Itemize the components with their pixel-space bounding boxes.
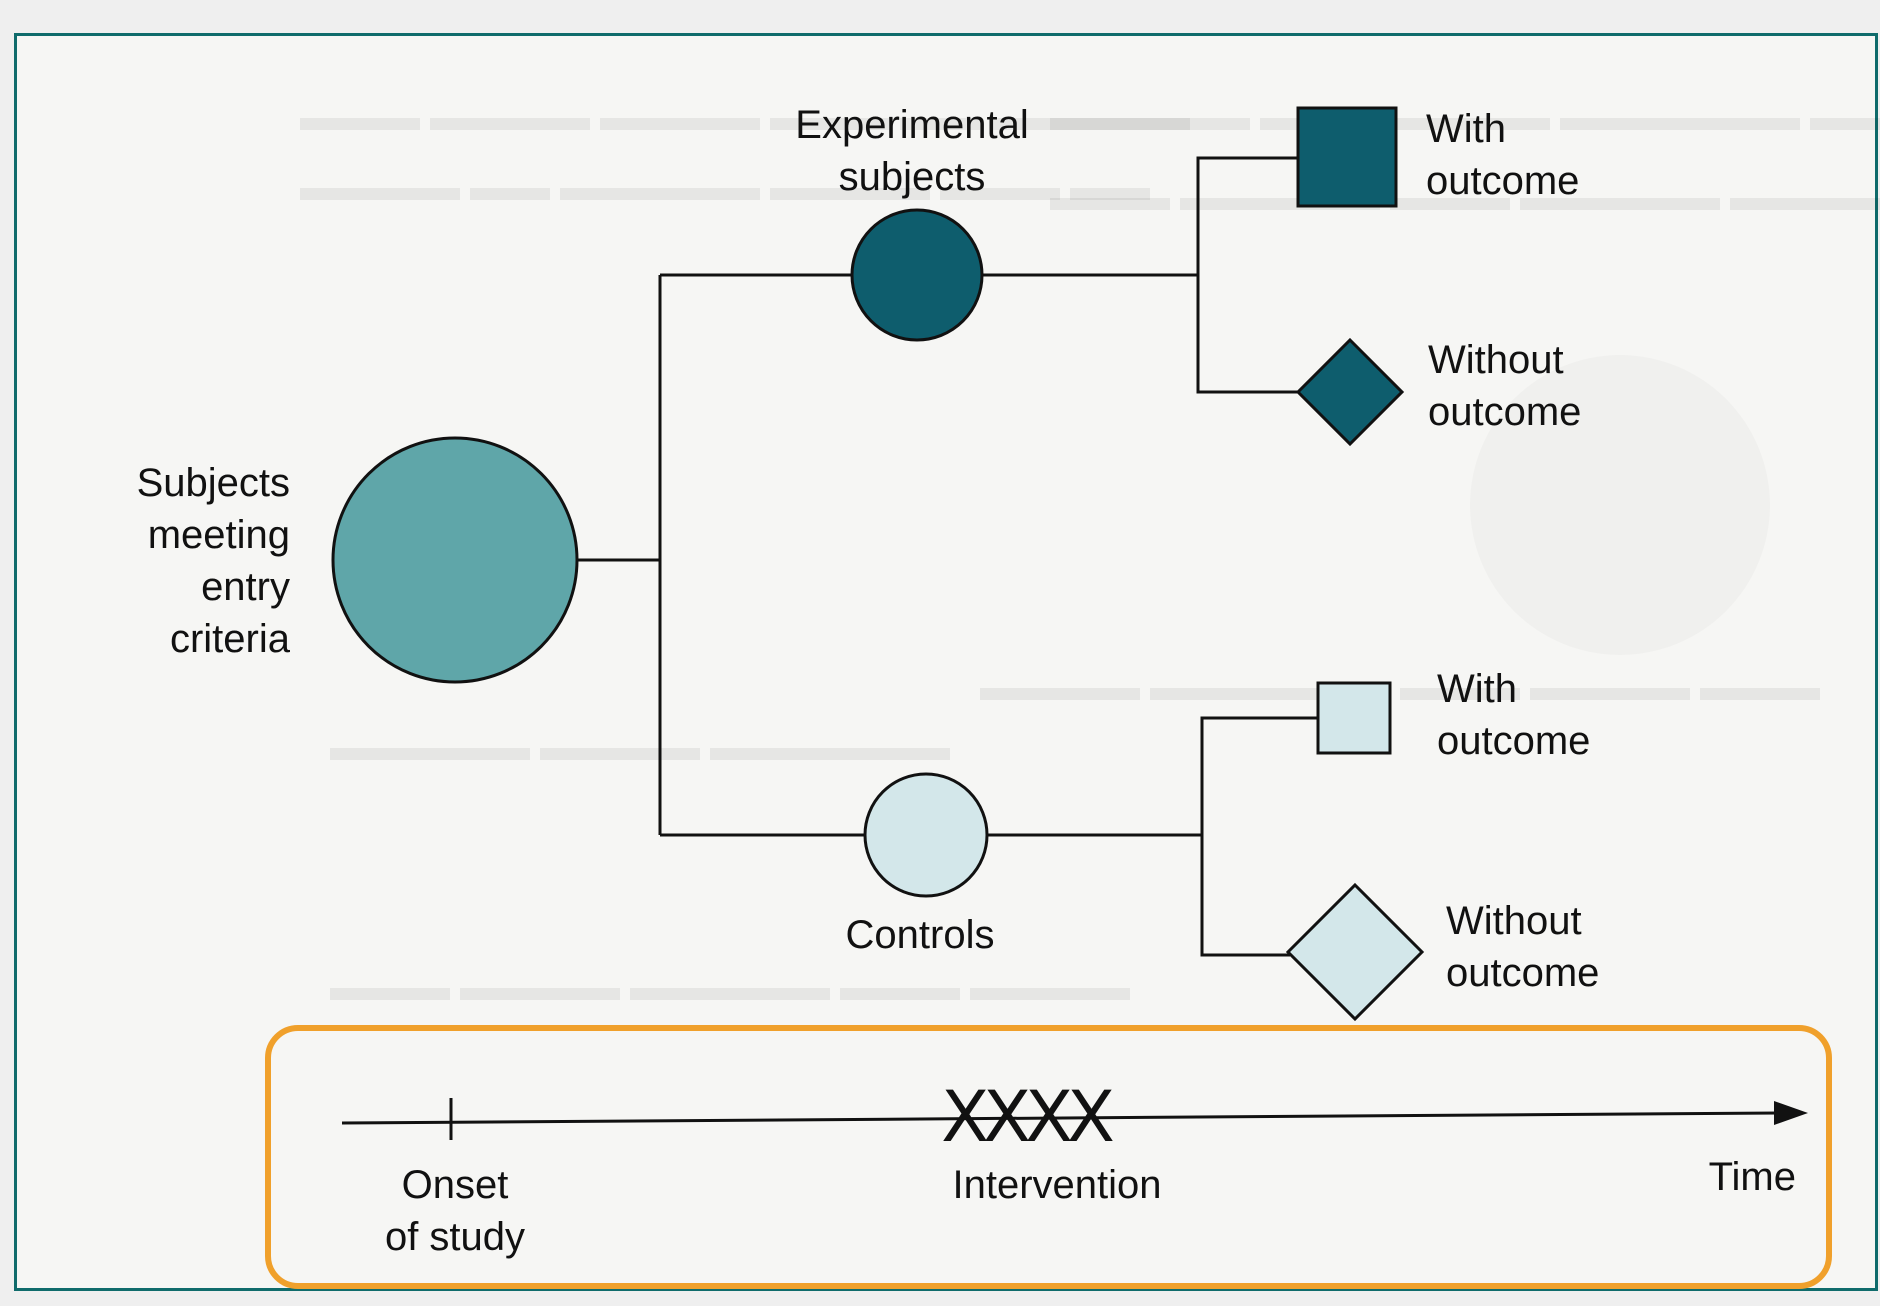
svg-text:▬▬▬▬▬ ▬▬▬▬ ▬▬▬▬▬▬: ▬▬▬▬▬ ▬▬▬▬ ▬▬▬▬▬▬ [330,724,950,769]
entry-label-line-3: entry [201,565,290,609]
entry-criteria-label: Subjects meeting entry criteria [137,461,291,661]
entry-criteria-circle [331,436,579,684]
svg-text:▬▬▬▬ ▬▬▬▬▬▬ ▬▬▬ ▬▬▬▬ ▬▬▬: ▬▬▬▬ ▬▬▬▬▬▬ ▬▬▬ ▬▬▬▬ ▬▬▬ [980,664,1820,709]
ctl-without-line-1: Without [1446,899,1582,943]
ctl-with-line-2: outcome [1437,719,1590,763]
onset-label-line-1: Onset [402,1163,509,1207]
controls-branch-line [1200,716,1318,957]
intervention-label: Intervention [952,1163,1161,1207]
timeline-highlight-box [265,1025,1832,1289]
exp-with-line-1: With [1426,107,1506,151]
time-axis-line [341,1111,1781,1125]
experimental-without-outcome-diamond [1295,337,1405,447]
experimental-branch-line [1196,156,1298,394]
svg-text:▬▬▬ ▬▬▬▬ ▬▬▬▬ ▬▬▬ ▬▬ ▬▬▬▬▬: ▬▬▬ ▬▬▬▬ ▬▬▬▬ ▬▬▬ ▬▬ ▬▬▬▬▬ [300,94,1190,139]
ctl-without-line-2: outcome [1446,951,1599,995]
experimental-with-outcome-square [1296,106,1398,208]
svg-text:▬▬▬▬ ▬▬ ▬▬▬▬▬ ▬▬▬▬ ▬▬▬ ▬▬: ▬▬▬▬ ▬▬ ▬▬▬▬▬ ▬▬▬▬ ▬▬▬ ▬▬ [300,164,1150,209]
exp-without-line-2: outcome [1428,390,1581,434]
exp-without-line-1: Without [1428,338,1564,382]
intervention-marks: XXXX [941,1076,1113,1158]
controls-without-outcome-diamond [1285,882,1425,1022]
time-axis-arrowhead [1774,1101,1808,1125]
background-texture: ▬▬▬ ▬▬▬▬ ▬▬▬▬ ▬▬▬ ▬▬ ▬▬▬▬▬ ▬▬▬▬ ▬▬ ▬▬▬▬▬… [300,94,1880,1009]
ctl-with-line-1: With [1437,667,1517,711]
experimental-subjects-circle [850,208,984,342]
svg-text:▬▬▬ ▬▬▬▬ ▬▬▬▬▬ ▬▬▬ ▬▬▬▬: ▬▬▬ ▬▬▬▬ ▬▬▬▬▬ ▬▬▬ ▬▬▬▬ [330,964,1130,1009]
controls-with-outcome-label: With outcome [1437,667,1590,763]
entry-label-line-1: Subjects [137,461,290,505]
controls-label: Controls [846,913,995,957]
entry-label-line-2: meeting [148,513,290,557]
controls-without-outcome-label: Without outcome [1446,899,1599,995]
onset-label-line-2: of study [385,1215,525,1259]
exp-with-line-2: outcome [1426,159,1579,203]
connector-lines [578,156,1318,957]
svg-text:▬▬▬▬▬ ▬▬▬ ▬▬▬▬ ▬▬▬▬▬▬ ▬▬: ▬▬▬▬▬ ▬▬▬ ▬▬▬▬ ▬▬▬▬▬▬ ▬▬ [1050,94,1880,139]
experimental-without-outcome-label: Without outcome [1428,338,1581,434]
experimental-label-line-1: Experimental [795,103,1028,147]
time-label: Time [1709,1155,1796,1199]
experimental-with-outcome-label: With outcome [1426,107,1579,203]
experimental-subjects-label: Experimental subjects [795,103,1028,199]
entry-label-line-4: criteria [170,617,291,661]
controls-circle [863,772,989,898]
controls-with-outcome-square [1316,681,1392,755]
timeline: XXXX Onset of study Intervention Time [341,1076,1808,1259]
experimental-label-line-2: subjects [839,155,986,199]
svg-text:▬▬▬ ▬▬▬▬▬ ▬▬▬ ▬▬▬▬▬ ▬▬▬▬: ▬▬▬ ▬▬▬▬▬ ▬▬▬ ▬▬▬▬▬ ▬▬▬▬ [1050,174,1880,219]
